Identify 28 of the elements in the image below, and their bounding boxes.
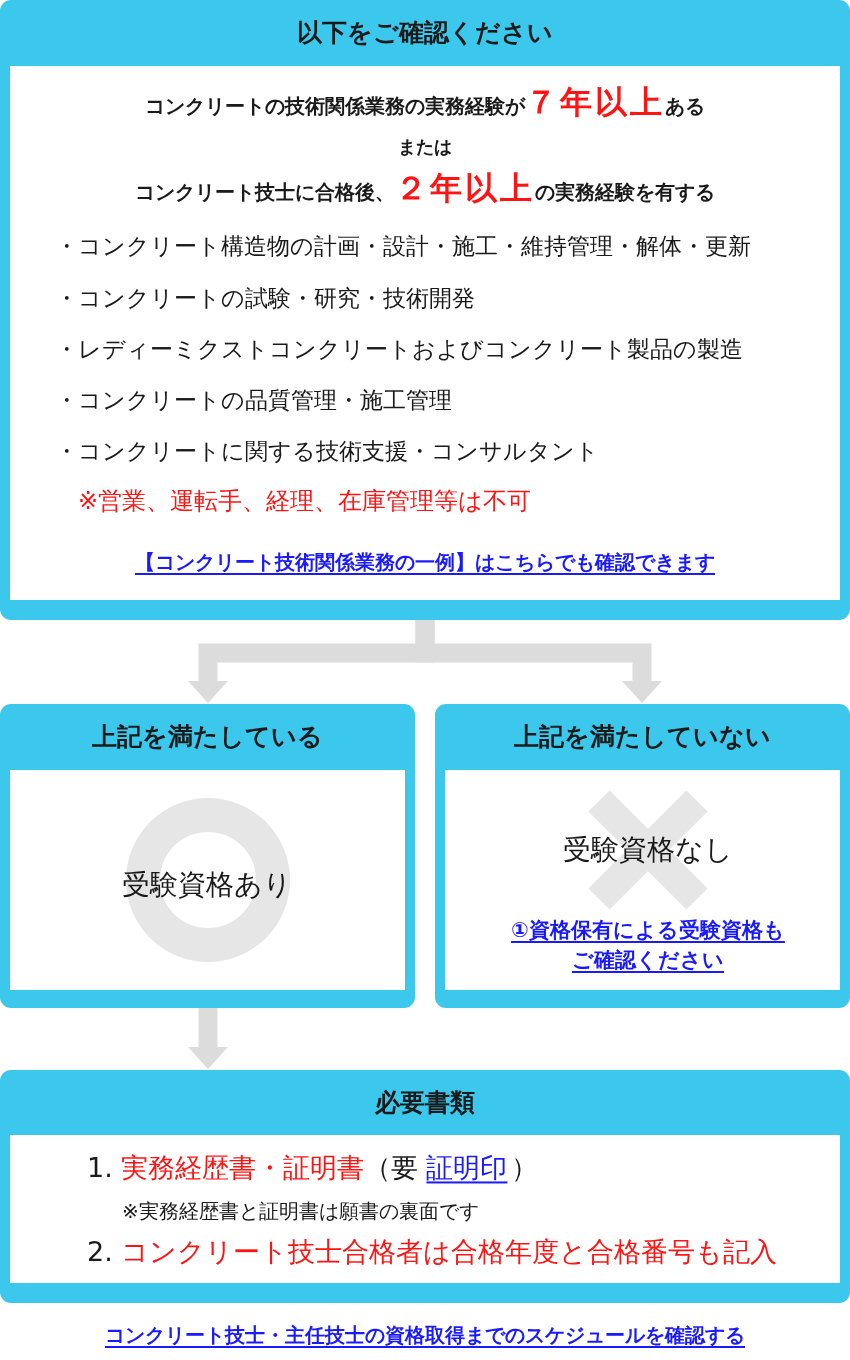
arrow: [188, 1008, 228, 1069]
panel-heading: 上記を満たしていない: [513, 720, 771, 753]
note-text: ※実務経歴書と証明書は願書の裏面です: [122, 1198, 479, 1224]
list-item: 1. 実務経歴書・証明書（要 証明印）: [87, 1151, 539, 1186]
panel: [0, 0, 850, 620]
list-item: ・コンクリートの試験・研究・技術開発: [55, 284, 475, 314]
panel: [0, 1070, 850, 1303]
or-text: または: [398, 135, 452, 159]
link: 【コンクリート技術関係業務の一例】はこちらでも確認できます: [135, 549, 715, 575]
warning-note: ※営業、運転手、経理、在庫管理等は不可: [78, 486, 532, 518]
result-text: 受験資格なし: [563, 831, 733, 868]
list-item: 2. コンクリート技士合格者は合格年度と合格番号も記入: [87, 1235, 778, 1270]
panel-heading: 上記を満たしている: [91, 720, 323, 753]
panel-heading: 以下をご確認ください: [297, 16, 553, 49]
list-item: ・コンクリートの品質管理・施工管理: [55, 386, 452, 416]
panel-heading: 必要書類: [375, 1086, 475, 1119]
panel: [435, 704, 850, 1008]
panel: [0, 704, 415, 1008]
link: 証明印: [426, 1152, 508, 1184]
requirement-text: コンクリートの技術関係業務の実務経験が７年以上ある: [144, 82, 706, 124]
list-item: ・コンクリート構造物の計画・設計・施工・維持管理・解体・更新: [55, 232, 751, 262]
list-item: ・コンクリートに関する技術支援・コンサルタント: [55, 437, 599, 467]
link: ①資格保有による受験資格もご確認ください: [510, 917, 786, 974]
list-item: ・レディーミクストコンクリートおよびコンクリート製品の製造: [55, 335, 743, 365]
result-text: 受験資格あり: [122, 866, 292, 903]
requirement-text: コンクリート技士に合格後、２年以上の実務経験を有する: [134, 168, 716, 210]
link: コンクリート技士・主任技士の資格取得までのスケジュールを確認する: [105, 1322, 745, 1348]
arrow: [415, 620, 662, 703]
